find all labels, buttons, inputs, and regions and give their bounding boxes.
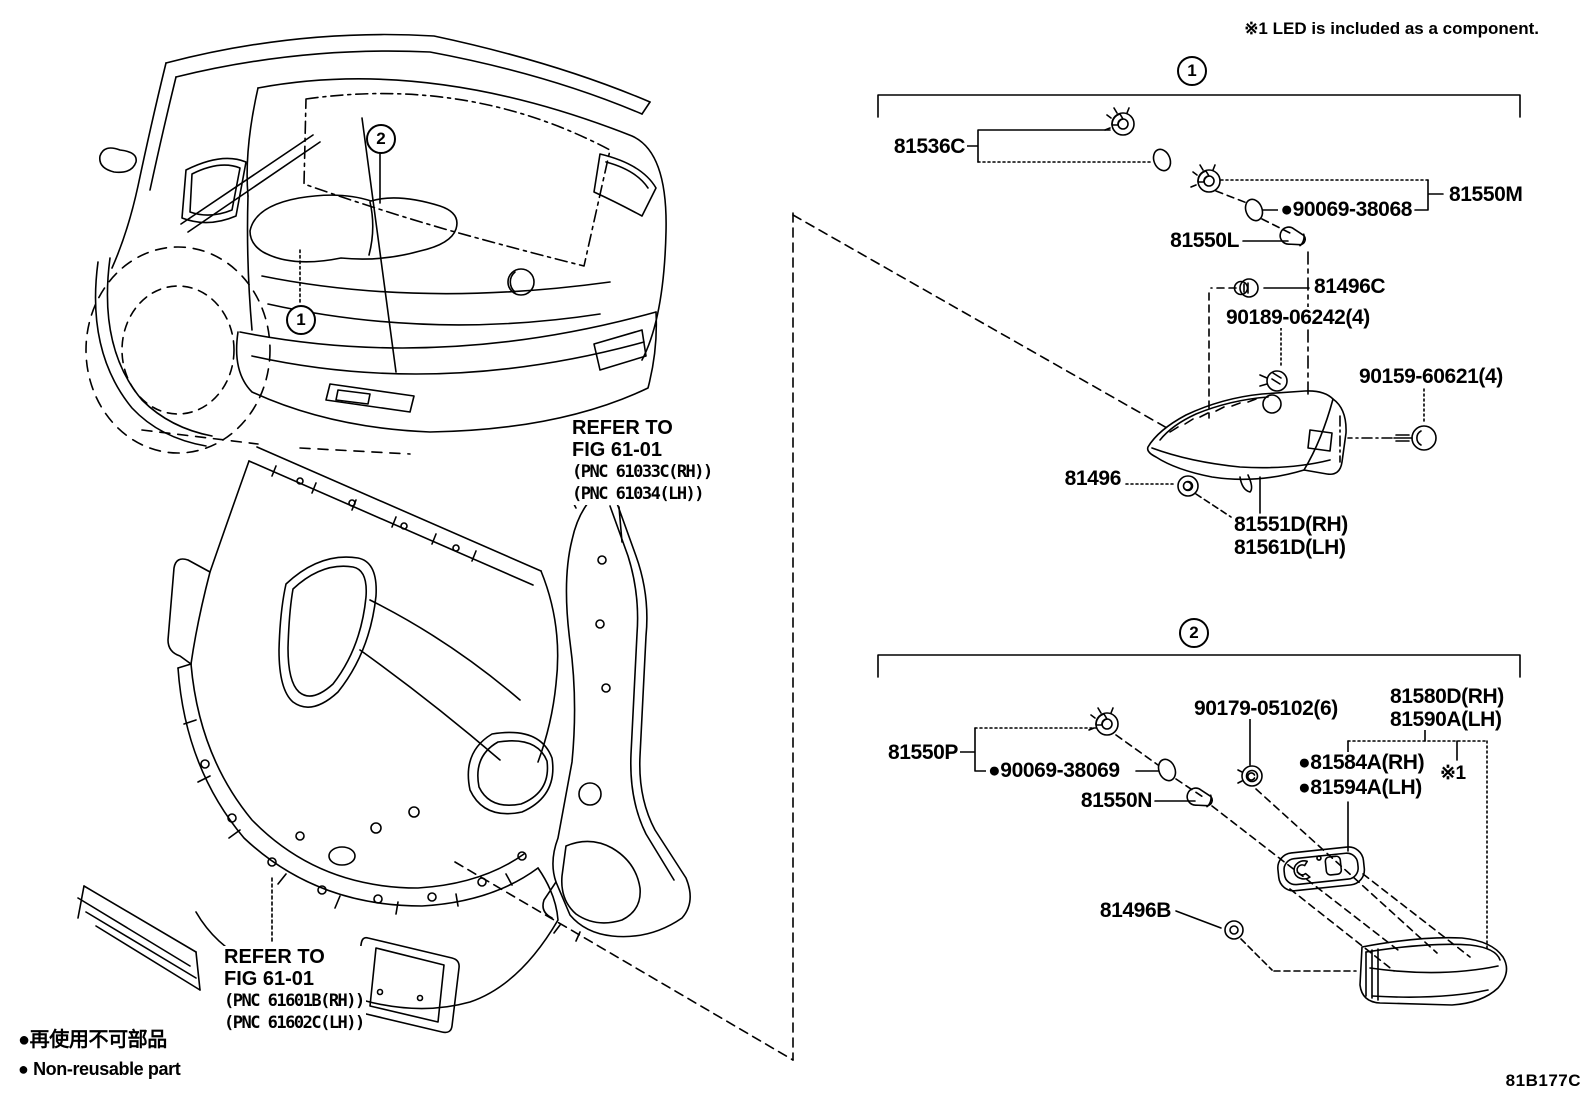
bulb-socket-icon bbox=[1190, 164, 1221, 193]
clip-icon bbox=[1233, 278, 1259, 298]
section-1-callout: 1 bbox=[1177, 56, 1207, 86]
legend-non-reusable-en: ● Non-reusable part bbox=[16, 1059, 183, 1079]
diagram-code: 81B177C bbox=[1503, 1071, 1583, 1090]
ref-mark-1: ※1 bbox=[1438, 763, 1468, 784]
tail-lamp-upper bbox=[1146, 390, 1347, 493]
screw-icon bbox=[1224, 920, 1244, 940]
part-label-81594A[interactable]: ●81594A(LH) bbox=[1296, 776, 1424, 799]
section-1-bracket bbox=[877, 94, 1521, 118]
section-2-group bbox=[877, 654, 1521, 1006]
bolt-icon bbox=[1259, 370, 1288, 392]
part-label-81496[interactable]: 81496 bbox=[1062, 467, 1123, 490]
car-callout-1: 1 bbox=[286, 305, 316, 335]
grommet-icon bbox=[1177, 475, 1199, 497]
part-label-90159-60621[interactable]: 90159-60621(4) bbox=[1357, 365, 1505, 388]
refer-line: REFER TO bbox=[224, 946, 325, 968]
refer-pnc: (PNC 61033C(RH)) bbox=[572, 462, 713, 482]
note-led-component: ※1 LED is included as a component. bbox=[1242, 19, 1541, 38]
car-rear-illustration bbox=[85, 33, 667, 455]
refer-block-upper: REFER TO FIG 61-01 (PNC 61033C(RH)) (PNC… bbox=[570, 417, 714, 505]
section-1-group bbox=[877, 94, 1521, 518]
quarter-panel-illustration bbox=[77, 446, 559, 1034]
construction-lines bbox=[454, 212, 1168, 1061]
part-label-90069-38068[interactable]: ●90069-38068 bbox=[1278, 198, 1414, 221]
lamp-bracket bbox=[1277, 846, 1366, 892]
part-label-81551D[interactable]: 81551D(RH) bbox=[1232, 513, 1350, 536]
part-label-81496C[interactable]: 81496C bbox=[1312, 275, 1388, 298]
refer-line: FIG 61-01 bbox=[224, 968, 315, 990]
section-2-bracket bbox=[877, 654, 1521, 678]
part-label-81496B[interactable]: 81496B bbox=[1097, 899, 1173, 922]
oring-icon bbox=[1154, 756, 1180, 784]
refer-line: FIG 61-01 bbox=[572, 439, 663, 461]
part-label-81550M[interactable]: 81550M bbox=[1447, 183, 1525, 206]
refer-pnc: (PNC 61601B(RH)) bbox=[224, 991, 365, 1011]
tail-lamp-highlight-outline bbox=[249, 194, 458, 263]
part-label-81550P[interactable]: 81550P bbox=[885, 741, 960, 764]
part-label-81550L[interactable]: 81550L bbox=[1168, 229, 1241, 252]
bulb-icon bbox=[1184, 785, 1216, 811]
refer-block-lower: REFER TO FIG 61-01 (PNC 61601B(RH)) (PNC… bbox=[222, 946, 366, 1034]
part-label-81550N[interactable]: 81550N bbox=[1078, 789, 1154, 812]
bulb-socket-icon bbox=[1088, 707, 1119, 736]
part-label-81561D[interactable]: 81561D(LH) bbox=[1232, 536, 1348, 559]
screw-icon bbox=[1393, 425, 1437, 451]
part-label-81590A[interactable]: 81590A(LH) bbox=[1388, 708, 1504, 731]
part-label-81584A[interactable]: ●81584A(RH) bbox=[1296, 751, 1427, 774]
bulb-icon bbox=[1277, 224, 1309, 250]
tail-lamp-lower bbox=[1359, 936, 1508, 1006]
part-label-90069-38069[interactable]: ●90069-38069 bbox=[986, 759, 1122, 782]
part-label-90179-05102[interactable]: 90179-05102(6) bbox=[1192, 697, 1340, 720]
part-label-90189-06242[interactable]: 90189-06242(4) bbox=[1224, 306, 1372, 329]
legend-non-reusable-jp: ●再使用不可部品 bbox=[16, 1029, 169, 1051]
refer-line: REFER TO bbox=[572, 417, 673, 439]
oring-icon bbox=[1149, 146, 1175, 174]
refer-pnc: (PNC 61034(LH)) bbox=[572, 484, 705, 504]
part-label-81580D[interactable]: 81580D(RH) bbox=[1388, 685, 1506, 708]
refer-upper-leader bbox=[618, 506, 623, 543]
car-callout-2: 2 bbox=[366, 124, 396, 154]
nut-clip-icon bbox=[1237, 765, 1263, 787]
pillar-reinforcement-illustration bbox=[542, 488, 691, 942]
part-label-81536C[interactable]: 81536C bbox=[891, 135, 967, 158]
bulb-socket-icon bbox=[1104, 107, 1135, 136]
section-2-callout: 2 bbox=[1179, 618, 1209, 648]
refer-pnc: (PNC 61602C(LH)) bbox=[224, 1013, 365, 1033]
